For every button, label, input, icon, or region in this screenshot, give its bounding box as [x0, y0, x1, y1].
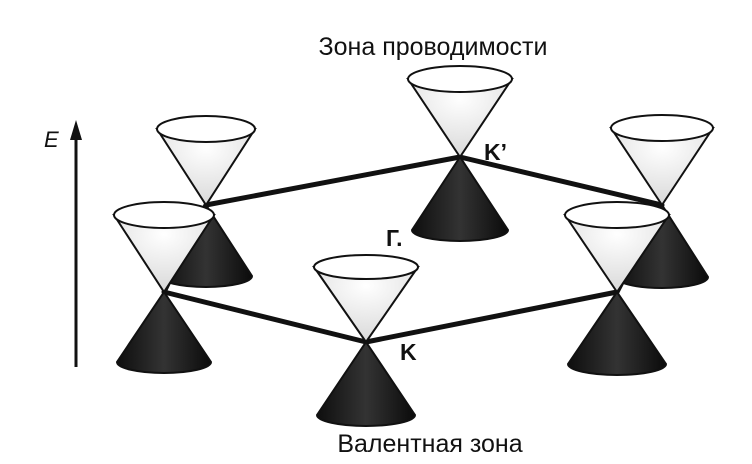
dirac-cone-upper-left [155, 115, 257, 288]
energy-axis-arrowhead [70, 120, 82, 140]
dirac-cone-k-prime [406, 65, 514, 242]
valence-band-label: Валентная зона [337, 430, 522, 458]
energy-axis-label: E [44, 127, 59, 152]
point-gamma-label: Г. [386, 225, 403, 251]
dirac-cone-upper-right [609, 114, 715, 289]
dirac-cone-lower-left [112, 201, 216, 374]
point-k-label: K [400, 339, 417, 365]
conduction-band-label: Зона проводимости [319, 33, 548, 61]
dirac-cone-lower-right [563, 201, 671, 376]
point-k-prime-label: K’ [484, 139, 507, 165]
dirac-cone-k [312, 254, 420, 427]
